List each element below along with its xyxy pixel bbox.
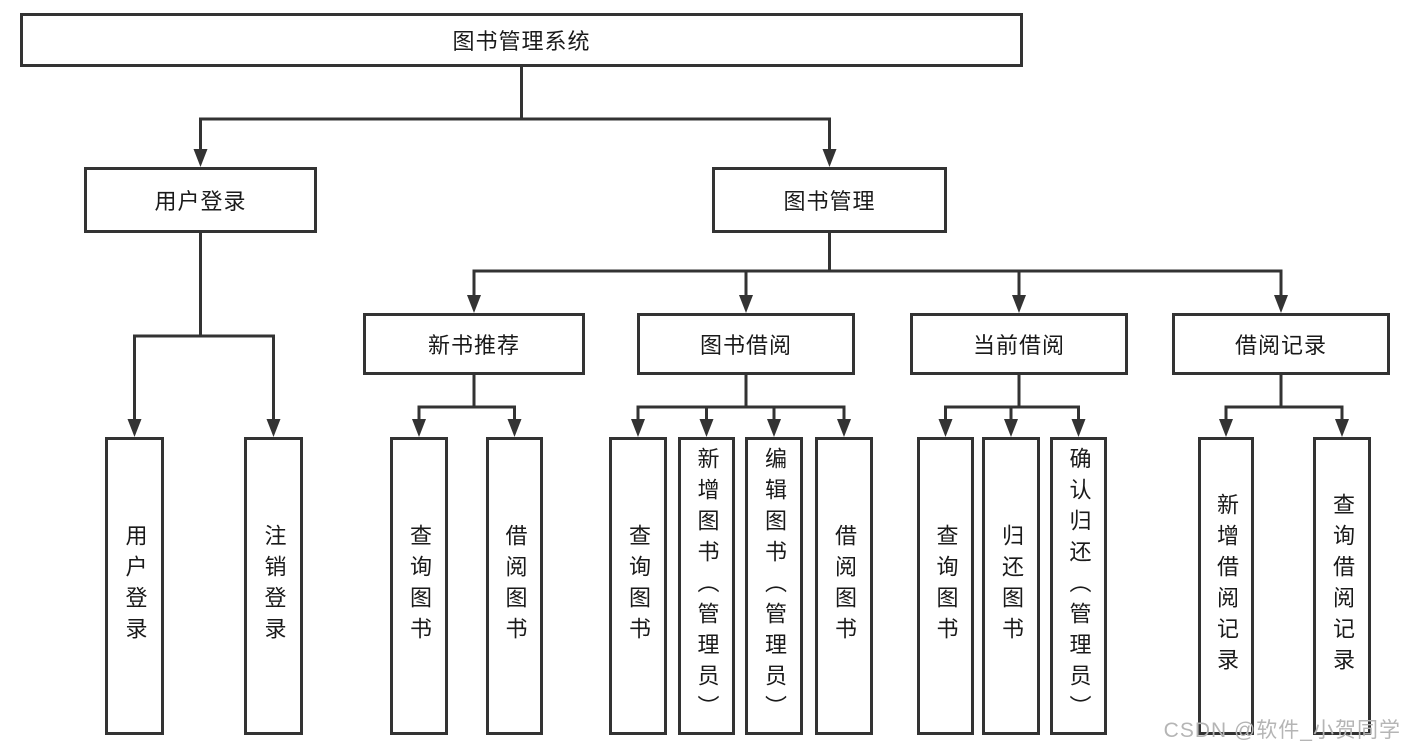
leaf-add-borrow-record: 新增借阅记录: [1198, 437, 1254, 735]
node-user-login: 用户登录: [84, 167, 317, 233]
leaf-query-books-borrow: 查询图书: [609, 437, 667, 735]
leaf-query-books-recommend: 查询图书: [390, 437, 448, 735]
leaf-edit-book-admin: 编辑图书（管理员）: [745, 437, 803, 735]
leaf-user-login: 用户登录: [105, 437, 164, 735]
leaf-query-books-current: 查询图书: [917, 437, 974, 735]
leaf-query-borrow-record-label: 查询借阅记录: [1330, 493, 1355, 679]
node-book-borrowing: 图书借阅: [637, 313, 855, 375]
node-current-borrowing-label: 当前借阅: [972, 333, 1065, 358]
leaf-return-book-label: 归还图书: [999, 524, 1024, 648]
leaf-logout: 注销登录: [244, 437, 303, 735]
leaf-borrow-books-recommend: 借阅图书: [486, 437, 543, 735]
leaf-borrow-books-recommend-label: 借阅图书: [502, 524, 528, 648]
leaf-query-books-borrow-label: 查询图书: [626, 524, 651, 648]
node-current-borrowing: 当前借阅: [910, 313, 1128, 375]
leaf-confirm-return-admin-label: 确认归还（管理员）: [1066, 446, 1092, 726]
leaf-add-borrow-record-label: 新增借阅记录: [1214, 493, 1239, 679]
leaf-query-books-recommend-label: 查询图书: [407, 524, 432, 648]
node-root: 图书管理系统: [20, 13, 1023, 67]
leaf-logout-label: 注销登录: [261, 524, 287, 648]
leaf-borrow-books-label: 借阅图书: [832, 524, 857, 648]
node-user-login-label: 用户登录: [154, 189, 247, 214]
leaf-add-book-admin: 新增图书（管理员）: [678, 437, 735, 735]
leaf-edit-book-admin-label: 编辑图书（管理员）: [762, 446, 787, 726]
node-new-book-recommend: 新书推荐: [363, 313, 585, 375]
leaf-user-login-label: 用户登录: [122, 524, 148, 648]
node-new-book-recommend-label: 新书推荐: [427, 333, 520, 358]
leaf-add-book-admin-label: 新增图书（管理员）: [694, 446, 720, 726]
node-borrowing-records-label: 借阅记录: [1234, 333, 1327, 358]
leaf-borrow-books: 借阅图书: [815, 437, 873, 735]
leaf-confirm-return-admin: 确认归还（管理员）: [1050, 437, 1107, 735]
node-borrowing-records: 借阅记录: [1172, 313, 1390, 375]
leaf-query-books-current-label: 查询图书: [933, 524, 959, 648]
leaf-query-borrow-record: 查询借阅记录: [1313, 437, 1371, 735]
node-book-borrowing-label: 图书借阅: [699, 333, 792, 358]
csdn-watermark: CSDN @软件_小贺同学: [1163, 719, 1401, 742]
node-book-management: 图书管理: [712, 167, 947, 233]
leaf-return-book: 归还图书: [982, 437, 1040, 735]
node-book-management-label: 图书管理: [783, 189, 876, 214]
node-root-label: 图书管理系统: [452, 29, 591, 54]
